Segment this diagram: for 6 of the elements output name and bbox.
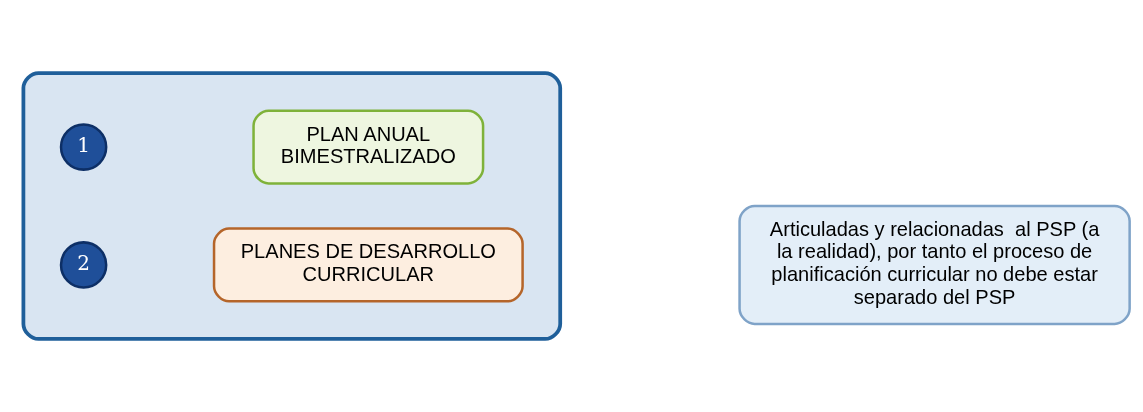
cluster xyxy=(21,71,563,341)
node-box: PLANES DE DESARROLLO CURRICULAR xyxy=(212,227,524,303)
node-box: PLAN ANUAL BIMESTRALIZADO xyxy=(252,109,485,185)
node-circle: 2 xyxy=(59,241,108,289)
node-circle: 1 xyxy=(59,123,108,171)
node-box: Articuladas y relacionadas al PSP (a la realidad), por tanto el proceso de planificación curricular no debe estar separado del PSP xyxy=(738,204,1131,326)
